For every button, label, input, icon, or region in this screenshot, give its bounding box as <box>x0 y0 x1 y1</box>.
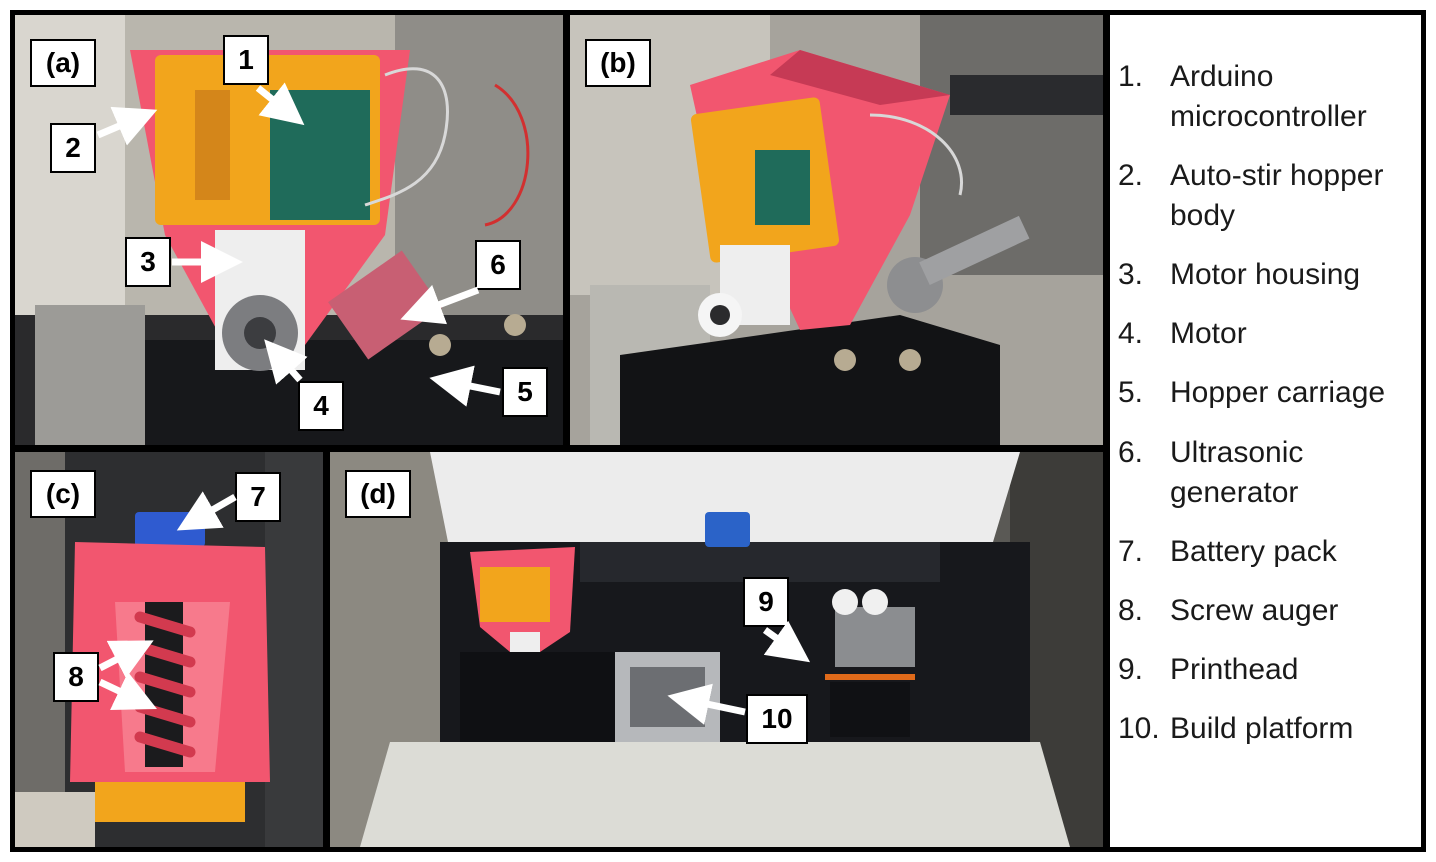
legend-number: 7. <box>1118 535 1144 568</box>
legend-number: 1. <box>1118 60 1144 93</box>
photo-panel-c: (c) 7 8 <box>15 452 323 847</box>
panel-label-b: (b) <box>585 39 651 87</box>
legend-text: Motor <box>1170 317 1247 350</box>
legend-text: Ultrasonic generator <box>1170 436 1304 509</box>
legend-number: 6. <box>1118 436 1144 469</box>
legend-text: Hopper carriage <box>1170 376 1386 409</box>
legend-text: Battery pack <box>1170 535 1337 568</box>
photo-panel-a: (a) 1 2 3 4 5 6 <box>15 15 563 445</box>
photo-printer-overview <box>330 452 1103 847</box>
callout-8: 8 <box>53 652 99 702</box>
callout-4: 4 <box>298 381 344 431</box>
legend-number: 2. <box>1118 159 1144 192</box>
panel-label-a: (a) <box>30 39 96 87</box>
legend-number: 10. <box>1118 712 1160 745</box>
callout-2: 2 <box>50 123 96 173</box>
legend-number: 4. <box>1118 317 1144 350</box>
legend-text: Printhead <box>1170 653 1299 686</box>
legend-number: 5. <box>1118 376 1144 409</box>
callout-5: 5 <box>502 367 548 417</box>
legend-text: Auto-stir hopper body <box>1170 159 1384 232</box>
callout-6: 6 <box>475 240 521 290</box>
legend-text: Arduino microcontroller <box>1170 60 1367 133</box>
panel-label-c: (c) <box>30 470 96 518</box>
callout-7: 7 <box>235 472 281 522</box>
legend: 1. Arduino microcontroller 2. Auto-stir … <box>1110 15 1421 847</box>
callout-1: 1 <box>223 35 269 85</box>
legend-number: 9. <box>1118 653 1144 686</box>
callout-3: 3 <box>125 237 171 287</box>
photo-hopper-angle <box>570 15 1103 445</box>
legend-text: Build platform <box>1170 712 1354 745</box>
photo-panel-b: (b) <box>570 15 1103 445</box>
legend-text: Motor housing <box>1170 258 1361 291</box>
legend-number: 3. <box>1118 258 1144 291</box>
callout-10: 10 <box>746 694 808 744</box>
callout-9: 9 <box>743 577 789 627</box>
legend-text: Screw auger <box>1170 594 1339 627</box>
panel-label-d: (d) <box>345 470 411 518</box>
legend-number: 8. <box>1118 594 1144 627</box>
photo-hopper-front <box>15 15 563 445</box>
photo-panel-d: (d) 9 10 <box>330 452 1103 847</box>
